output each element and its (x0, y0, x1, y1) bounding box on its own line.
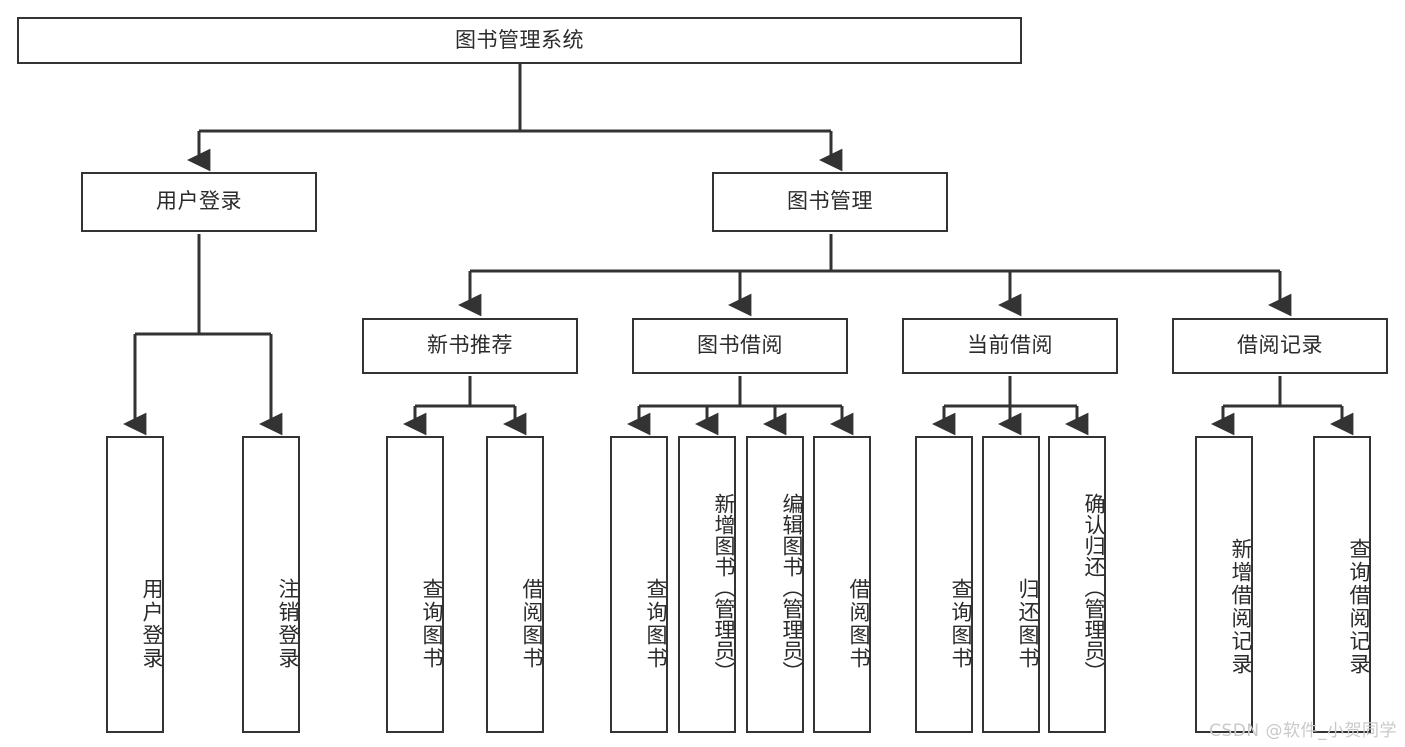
node-label: 新书推荐 (427, 333, 513, 358)
node-label: 查询图书 (644, 577, 668, 670)
node-label: 图书管理系统 (455, 27, 584, 52)
leaf-borrow-book-recommend[interactable]: 借阅图书 (486, 436, 544, 733)
node-label: 用户登录 (140, 577, 164, 670)
node-book-manage[interactable]: 图书管理 (712, 172, 948, 232)
node-label: 编辑图书（管理员） (780, 493, 804, 682)
node-label: 归还图书 (1016, 577, 1040, 670)
node-borrow-record[interactable]: 借阅记录 (1172, 318, 1388, 374)
node-label: 当前借阅 (967, 333, 1053, 358)
node-label: 借阅图书 (520, 577, 544, 670)
leaf-logout[interactable]: 注销登录 (242, 436, 300, 733)
leaf-query-book-recommend[interactable]: 查询图书 (386, 436, 444, 733)
leaf-user-login[interactable]: 用户登录 (106, 436, 164, 733)
leaf-query-borrow-record[interactable]: 查询借阅记录 (1313, 436, 1371, 733)
leaf-query-book-borrow[interactable]: 查询图书 (610, 436, 668, 733)
node-label: 用户登录 (156, 189, 242, 214)
node-new-book-recommend[interactable]: 新书推荐 (362, 318, 578, 374)
node-current-borrow[interactable]: 当前借阅 (902, 318, 1118, 374)
node-label: 查询图书 (949, 577, 973, 670)
node-root[interactable]: 图书管理系统 (17, 17, 1022, 64)
leaf-edit-book-admin[interactable]: 编辑图书（管理员） (746, 436, 804, 733)
node-book-borrow[interactable]: 图书借阅 (632, 318, 848, 374)
leaf-add-book-admin[interactable]: 新增图书（管理员） (678, 436, 736, 733)
leaf-return-book[interactable]: 归还图书 (982, 436, 1040, 733)
leaf-add-borrow-record[interactable]: 新增借阅记录 (1195, 436, 1253, 733)
node-label: 图书借阅 (697, 333, 783, 358)
leaf-borrow-book-borrow[interactable]: 借阅图书 (813, 436, 871, 733)
leaf-confirm-return-admin[interactable]: 确认归还（管理员） (1048, 436, 1106, 733)
leaf-query-book-current[interactable]: 查询图书 (915, 436, 973, 733)
node-label: 查询借阅记录 (1347, 537, 1371, 676)
node-label: 确认归还（管理员） (1082, 493, 1106, 682)
node-label: 借阅记录 (1237, 333, 1323, 358)
node-label: 图书管理 (787, 189, 873, 214)
csdn-watermark: CSDN @软件_小贺同学 (1209, 721, 1397, 741)
node-user-login[interactable]: 用户登录 (81, 172, 317, 232)
node-label: 借阅图书 (847, 577, 871, 670)
node-label: 新增图书（管理员） (712, 493, 736, 682)
node-label: 新增借阅记录 (1229, 537, 1253, 676)
node-label: 查询图书 (420, 577, 444, 670)
node-label: 注销登录 (276, 577, 300, 670)
